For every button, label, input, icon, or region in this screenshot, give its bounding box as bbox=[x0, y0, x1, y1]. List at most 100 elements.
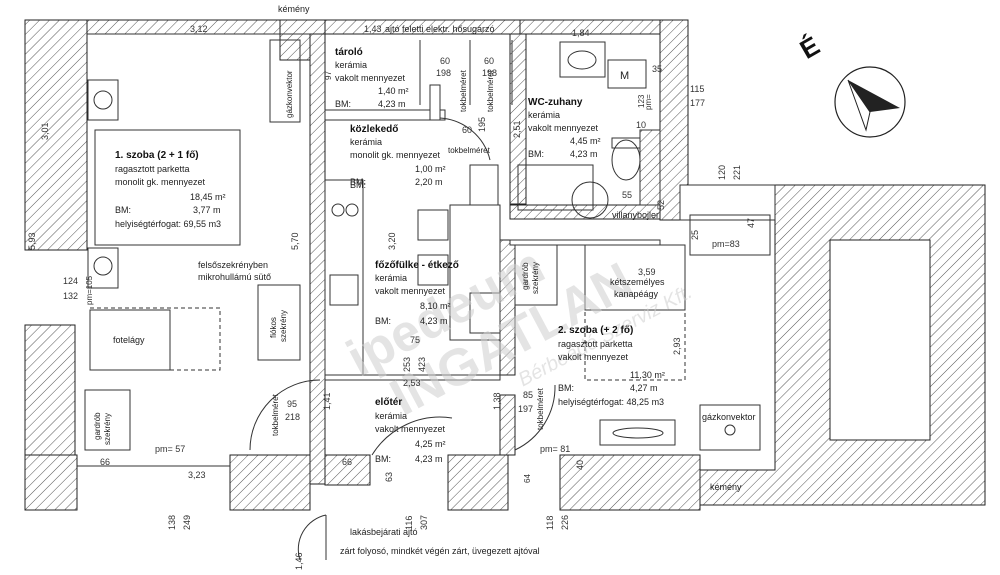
svg-text:pm=83: pm=83 bbox=[712, 239, 740, 249]
sink-box bbox=[559, 41, 606, 78]
label-gazkonvektor-left: gázkonvektor bbox=[285, 70, 294, 118]
wall-partition-1 bbox=[309, 33, 326, 485]
svg-text:monolit gk. mennyezet: monolit gk. mennyezet bbox=[350, 150, 441, 160]
svg-text:WC-zuhany: WC-zuhany bbox=[528, 97, 583, 108]
label-gardrob-left-2: szekrény bbox=[103, 413, 112, 445]
label-kemeny-right: kémény bbox=[710, 482, 742, 492]
room-szoba1: 1. szoba (2 + 1 fő) ragasztott parketta … bbox=[115, 150, 226, 229]
svg-text:123: 123 bbox=[637, 94, 646, 108]
label-bm-small: BM: bbox=[350, 180, 366, 190]
svg-text:pm=105: pm=105 bbox=[85, 275, 94, 305]
svg-text:5,70: 5,70 bbox=[290, 232, 300, 250]
svg-text:kerámia: kerámia bbox=[528, 110, 560, 120]
svg-text:97: 97 bbox=[324, 71, 333, 80]
svg-text:4,23 m: 4,23 m bbox=[415, 454, 443, 464]
svg-text:18,45 m²: 18,45 m² bbox=[190, 192, 226, 202]
svg-text:64: 64 bbox=[523, 474, 532, 483]
svg-text:124: 124 bbox=[63, 276, 78, 286]
svg-text:60: 60 bbox=[440, 56, 450, 66]
svg-text:3,20: 3,20 bbox=[387, 232, 397, 250]
label-villanybojler: villanybojler bbox=[612, 210, 659, 220]
wall-bottom-right bbox=[559, 454, 701, 511]
svg-text:226: 226 bbox=[560, 515, 570, 530]
svg-text:116: 116 bbox=[404, 516, 414, 530]
svg-text:vakolt mennyezet: vakolt mennyezet bbox=[528, 123, 599, 133]
svg-text:307: 307 bbox=[419, 515, 429, 530]
annotations: kémény ajtó feletti elektr. hősugárzó gá… bbox=[93, 4, 756, 556]
svg-text:198: 198 bbox=[482, 68, 497, 78]
svg-text:tároló: tároló bbox=[335, 47, 363, 58]
wall-left-lower bbox=[24, 324, 76, 461]
svg-text:3,01: 3,01 bbox=[40, 122, 50, 140]
svg-text:95: 95 bbox=[287, 399, 297, 409]
room-eloter: előtér kerámia vakolt mennyezet 4,25 m² … bbox=[375, 397, 446, 464]
wall-bottom-mid3 bbox=[447, 454, 509, 511]
svg-text:vakolt mennyezet: vakolt mennyezet bbox=[375, 286, 446, 296]
svg-text:1,84: 1,84 bbox=[572, 28, 590, 38]
svg-text:3,23: 3,23 bbox=[188, 470, 206, 480]
label-mikrohullamu-1: felsőszekrényben bbox=[198, 260, 268, 270]
dimensions: 3,12 1,43 1,84 3,01 5,93 5,70 124 132 pm… bbox=[27, 24, 756, 570]
svg-text:vakolt mennyezet: vakolt mennyezet bbox=[375, 424, 446, 434]
gardrob-right-box bbox=[514, 244, 558, 306]
label-tokbelmeret-1: tokbelméret bbox=[459, 69, 468, 112]
svg-text:pm= 81: pm= 81 bbox=[540, 444, 570, 454]
small-unit-top bbox=[87, 79, 119, 121]
svg-text:35: 35 bbox=[652, 64, 662, 74]
svg-text:1,38: 1,38 bbox=[492, 392, 502, 410]
svg-text:4,23 m: 4,23 m bbox=[420, 316, 448, 326]
svg-text:52: 52 bbox=[656, 200, 666, 210]
label-gardrob-right-1: gardrób bbox=[521, 262, 530, 290]
bed-area bbox=[94, 129, 241, 246]
room-szoba2: 2. szoba (+ 2 fő) ragasztott parketta va… bbox=[558, 325, 665, 407]
pm83-box bbox=[689, 214, 771, 256]
svg-text:3,59: 3,59 bbox=[638, 267, 656, 277]
walls bbox=[24, 19, 986, 511]
toilet bbox=[611, 139, 641, 181]
gazkonvektor-left-box bbox=[269, 39, 301, 123]
svg-text:1,46: 1,46 bbox=[294, 552, 304, 570]
label-gazkonvektor-right: gázkonvektor bbox=[702, 412, 756, 422]
svg-text:197: 197 bbox=[518, 404, 533, 414]
svg-text:138: 138 bbox=[167, 515, 177, 530]
svg-text:249: 249 bbox=[182, 515, 192, 530]
room-fozo: főzőfülke - étkező kerámia vakolt mennye… bbox=[375, 260, 459, 326]
compass-north-letter: É bbox=[795, 30, 825, 65]
svg-text:közlekedő: közlekedő bbox=[350, 124, 398, 135]
wall-left-upper bbox=[24, 19, 88, 251]
svg-text:ragasztott parketta: ragasztott parketta bbox=[115, 164, 190, 174]
label-folyoso: zárt folyosó, mindkét végén zárt, üvegez… bbox=[340, 546, 540, 556]
svg-text:85: 85 bbox=[523, 390, 533, 400]
svg-text:3,77 m: 3,77 m bbox=[193, 205, 221, 215]
svg-text:1,00 m²: 1,00 m² bbox=[415, 164, 446, 174]
svg-text:2,93: 2,93 bbox=[672, 337, 682, 355]
svg-text:55: 55 bbox=[622, 190, 632, 200]
svg-text:1,40 m²: 1,40 m² bbox=[378, 86, 409, 96]
fiokos-box bbox=[257, 284, 301, 361]
svg-text:218: 218 bbox=[285, 412, 300, 422]
svg-text:ragasztott parketta: ragasztott parketta bbox=[558, 339, 633, 349]
svg-text:115: 115 bbox=[690, 84, 704, 94]
svg-text:4,23 m: 4,23 m bbox=[378, 99, 406, 109]
svg-text:BM:: BM: bbox=[335, 99, 351, 109]
label-tokbelmeret-2: tokbelméret bbox=[486, 69, 495, 112]
svg-text:helyiségtérfogat: 48,25 m3: helyiségtérfogat: 48,25 m3 bbox=[558, 397, 664, 407]
svg-text:BM:: BM: bbox=[375, 316, 391, 326]
svg-text:kerámia: kerámia bbox=[375, 411, 407, 421]
svg-text:10: 10 bbox=[636, 120, 646, 130]
svg-text:60: 60 bbox=[462, 125, 472, 135]
svg-text:4,45 m²: 4,45 m² bbox=[570, 136, 601, 146]
svg-text:pm=: pm= bbox=[644, 94, 653, 110]
svg-text:66: 66 bbox=[342, 457, 352, 467]
wall-bottom-left bbox=[24, 454, 78, 511]
room-kozlekedo: közlekedő kerámia monolit gk. mennyezet … bbox=[350, 124, 446, 187]
svg-text:vakolt mennyezet: vakolt mennyezet bbox=[335, 73, 406, 83]
svg-text:BM:: BM: bbox=[528, 149, 544, 159]
svg-text:monolit gk. mennyezet: monolit gk. mennyezet bbox=[115, 177, 206, 187]
svg-text:kerámia: kerámia bbox=[335, 60, 367, 70]
label-mikrohullamu-2: mikrohullámú sütő bbox=[198, 272, 271, 282]
fixtures bbox=[84, 39, 771, 561]
kitchen-counter bbox=[324, 179, 364, 376]
svg-text:63: 63 bbox=[384, 472, 394, 482]
